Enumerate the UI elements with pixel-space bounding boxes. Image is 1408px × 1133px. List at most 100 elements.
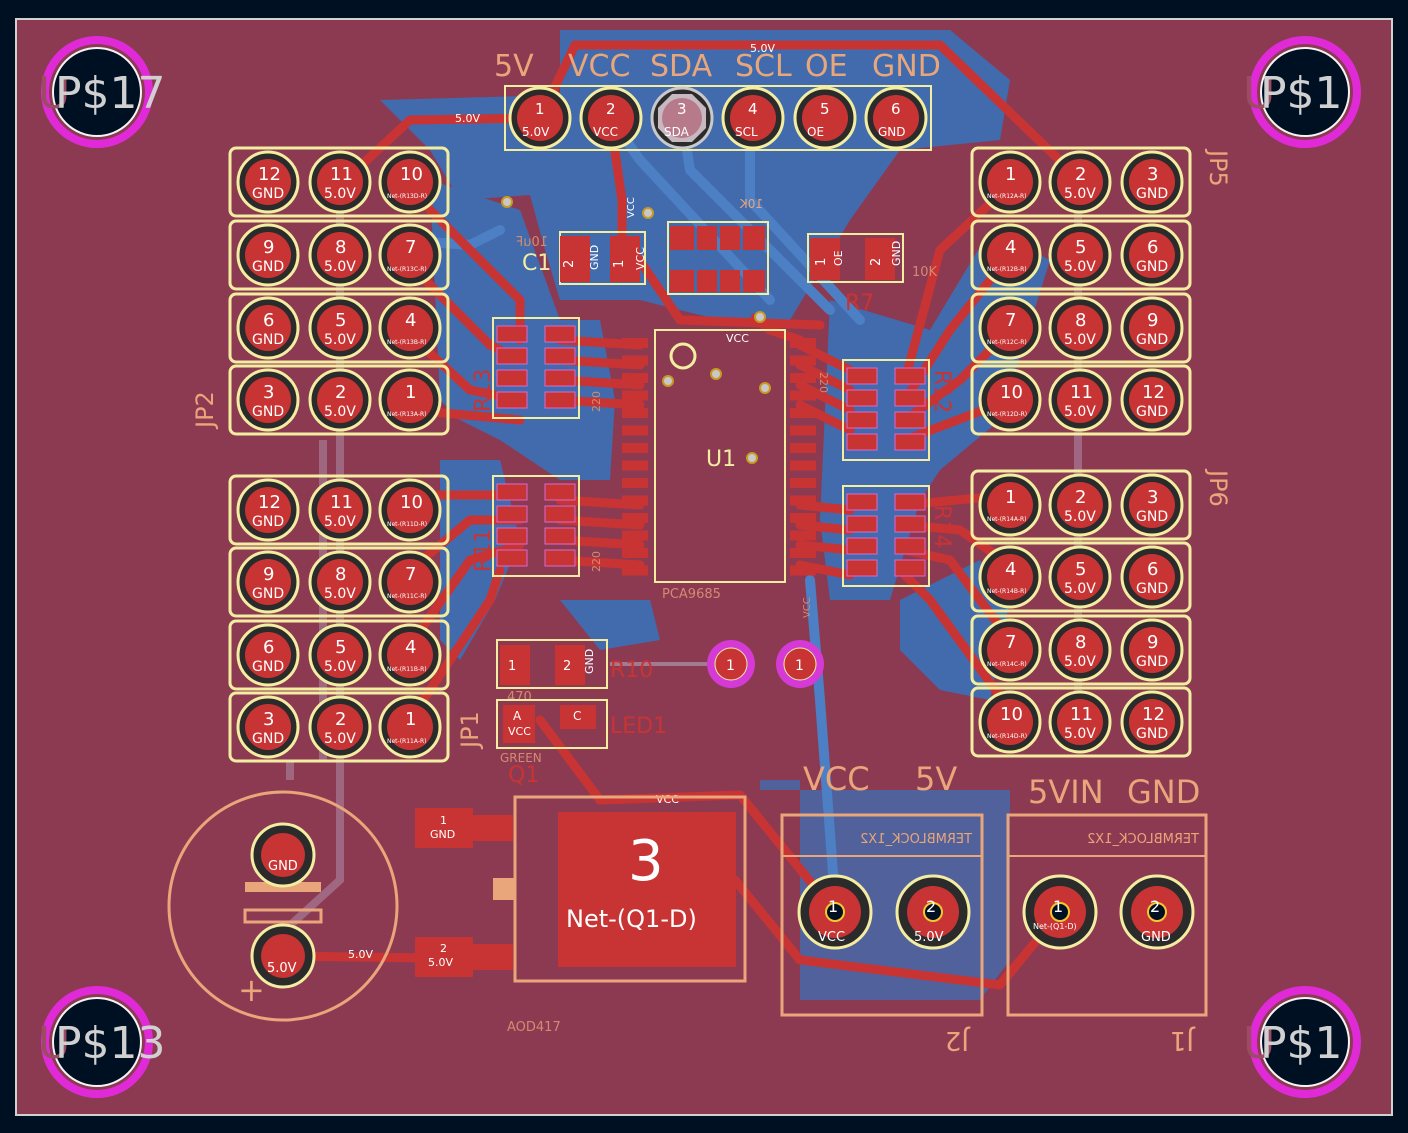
pin-net: Net-(R13A-R): [387, 411, 427, 418]
j1-pin2-num: 2: [1150, 897, 1160, 916]
r11-array: [492, 475, 580, 577]
r14-ref: R14: [929, 505, 954, 548]
pin-number: 10: [400, 164, 423, 185]
pin-net: Net-(R13B-R): [387, 339, 427, 346]
led1-ref: LED1: [610, 714, 667, 739]
mount-hole-br: U P$1: [1243, 986, 1361, 1098]
bulk-cap-gnd: GND: [268, 859, 298, 874]
pin-number: 9: [263, 237, 274, 258]
jp5-ref: JP5: [1204, 148, 1232, 187]
c1-pad-2: [560, 236, 590, 282]
pin-net: Net-(R11D-R): [387, 521, 427, 528]
vias: [501, 196, 771, 464]
pin-net: Net-(R14C-R): [987, 661, 1027, 668]
pin-net: GND: [1136, 186, 1168, 202]
pin-number: 8: [335, 237, 346, 258]
pin-number: 3: [263, 382, 274, 403]
header-label-oe: OE: [805, 49, 848, 84]
jp5-pin-8: 85.0V: [1048, 296, 1112, 360]
top-header-labels: 5V VCC SDA SCL OE GND: [494, 49, 941, 84]
pin-net: Net-(R14B-R): [987, 588, 1027, 595]
pin-net: 5.0V: [324, 514, 356, 530]
mount-hole-label-tl: P$17: [55, 68, 166, 119]
mount-hole-ghost-tl: U: [38, 68, 70, 119]
jp2-header: 12GND115.0V10Net-(R13D-R)9GND85.0V7Net-(…: [228, 146, 450, 436]
pin-net: 5.0V: [1064, 404, 1096, 420]
pin-net: GND: [252, 731, 284, 747]
pin-number: 11: [1070, 382, 1093, 403]
r10-resistor: 1 2 GND R10 470: [496, 639, 653, 705]
pin-net: 5.0V: [1064, 581, 1096, 597]
r12-ref: R12: [929, 370, 954, 413]
r11-ref: R11: [471, 529, 496, 572]
top-header-pin-num: 6: [891, 100, 901, 118]
led1-anode: A: [513, 709, 522, 723]
q1-drain-pad: [558, 812, 736, 967]
pin-net: Net-(R12D-R): [987, 411, 1027, 418]
jp1-pin-8: 85.0V: [308, 550, 372, 614]
q1-mosfet: 3 Net-(Q1-D) 1 GND 2 5.0V Q1 AOD417: [415, 763, 747, 1035]
pin-net: 5.0V: [324, 186, 356, 202]
test-point-1: 1: [707, 640, 755, 688]
top-header-pin-num: 4: [748, 100, 758, 118]
pullup-resistor-network: 10K VCC: [626, 197, 769, 295]
pin-net: 5.0V: [1064, 726, 1096, 742]
led1-anode-net: VCC: [508, 725, 531, 738]
top-header-pin-1: 15.0V: [508, 86, 572, 150]
pin-number: 3: [1147, 487, 1158, 508]
pin-net: Net-(R12B-R): [987, 266, 1027, 273]
j2-pin2-net: 5.0V: [914, 930, 944, 945]
c1-capacitor: 2 GND 1 VCC C1 10uF: [516, 231, 647, 285]
pin-number: 1: [405, 382, 416, 403]
q1-ref: Q1: [508, 763, 539, 788]
pin-net: GND: [1136, 332, 1168, 348]
jp6-pin-2: 25.0V: [1048, 473, 1112, 537]
header-label-scl: SCL: [735, 49, 792, 84]
q1-gate-net: GND: [430, 828, 455, 841]
r10-pad2-num: 2: [563, 659, 571, 674]
pin-number: 3: [263, 709, 274, 730]
pin-net: GND: [252, 586, 284, 602]
jp1-pin-5: 55.0V: [308, 623, 372, 687]
r7-pad2-net: GND: [890, 241, 903, 266]
r7-pad2-num: 2: [869, 258, 884, 266]
j2-pin1-num: 1: [828, 897, 838, 916]
pin-number: 4: [405, 310, 416, 331]
pin-net: GND: [1136, 654, 1168, 670]
j1-terminal-block: TERMBLOCK_1X2 5VIN GND J1 1 Net-(Q1-D) 2…: [1006, 773, 1208, 1055]
pin-number: 8: [335, 564, 346, 585]
pin-number: 10: [1000, 382, 1023, 403]
pin-number: 6: [263, 637, 274, 658]
j1-pin1-net: Net-(Q1-D): [1033, 922, 1077, 931]
jp1-pin-11: 115.0V: [308, 478, 372, 542]
jp2-pin-2: 25.0V: [308, 368, 372, 432]
pin-net: GND: [252, 404, 284, 420]
pin-net: GND: [252, 514, 284, 530]
j2-pin1-net: VCC: [818, 930, 845, 945]
pin-net: 5.0V: [324, 731, 356, 747]
pin-net: 5.0V: [1064, 186, 1096, 202]
pin-number: 5: [335, 637, 346, 658]
top-header-pin-net: VCC: [593, 125, 618, 139]
pin-number: 10: [400, 492, 423, 513]
j2-label-right: 5V: [915, 760, 957, 798]
jp5-header: 1Net-(R12A-R)25.0V3GND4Net-(R12B-R)55.0V…: [970, 146, 1192, 436]
pin-number: 7: [1005, 632, 1016, 653]
r11-value: 220: [590, 551, 603, 572]
jp5-pin-11: 115.0V: [1048, 368, 1112, 432]
header-label-sda: SDA: [650, 49, 713, 84]
